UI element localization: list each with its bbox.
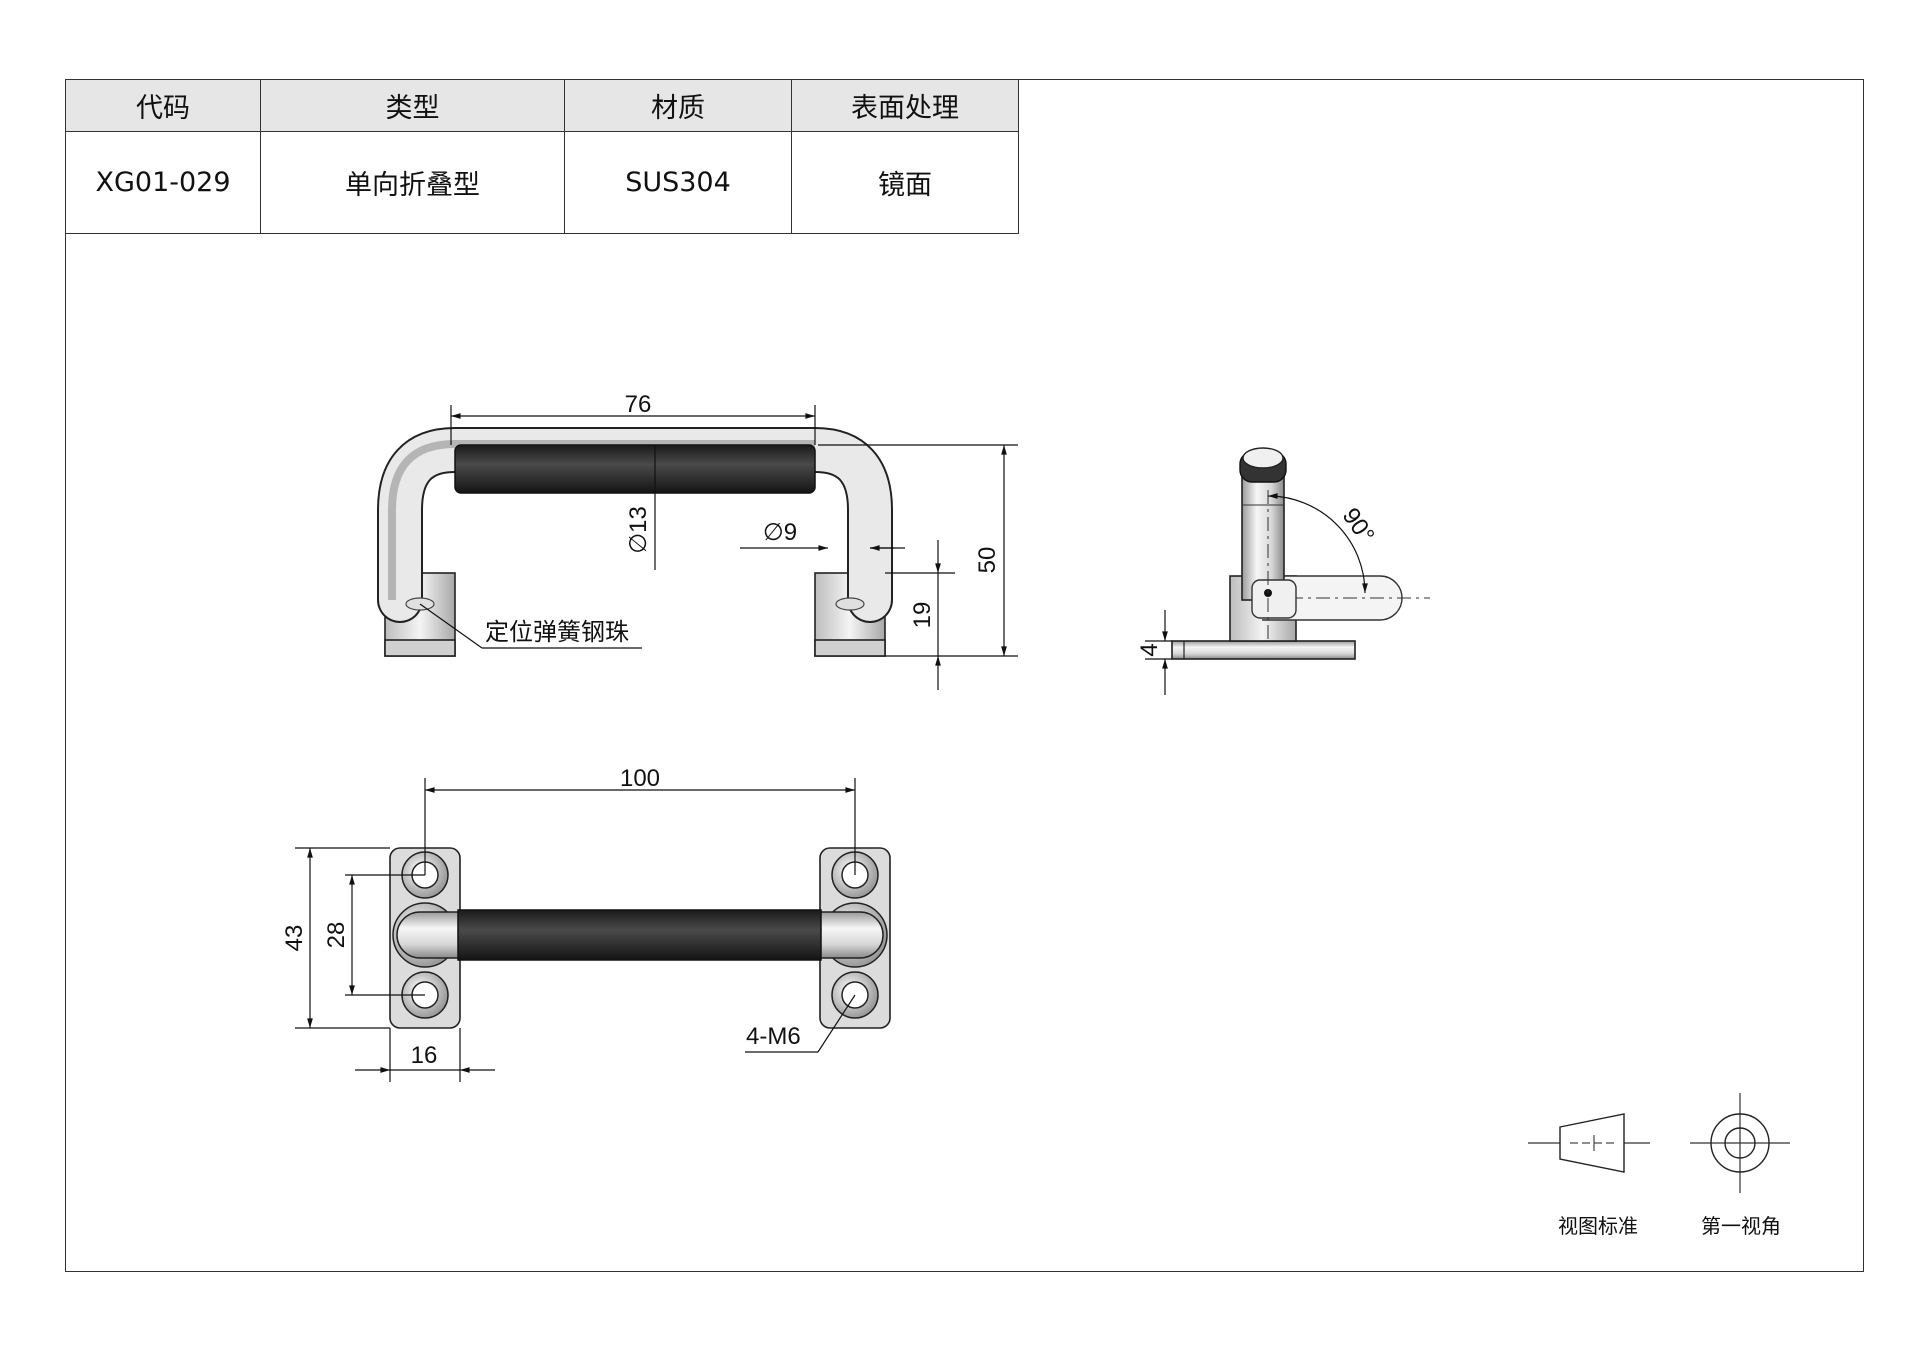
header-material: 材质 bbox=[564, 79, 792, 132]
dim-base-height-label: 19 bbox=[909, 602, 936, 629]
dim-base-width-label: 16 bbox=[411, 1042, 438, 1069]
projection-symbol: 视图标准 第一视角 bbox=[1528, 1093, 1790, 1238]
dim-height-label: 50 bbox=[974, 547, 1001, 574]
value-finish: 镜面 bbox=[791, 131, 1019, 234]
left-base-foot bbox=[384, 639, 456, 657]
dim-rod-dia-label: ∅9 bbox=[763, 519, 797, 546]
dim-width-label: 76 bbox=[625, 391, 652, 418]
top-grip-sleeve bbox=[457, 909, 822, 961]
dim-base-length-label: 43 bbox=[281, 925, 308, 952]
top-view: 100 43 28 16 4-M6 bbox=[281, 765, 891, 1082]
header-finish: 表面处理 bbox=[791, 79, 1019, 132]
spec-table: 代码 类型 材质 表面处理 XG01-029 单向折叠型 SUS304 镜面 bbox=[65, 79, 1019, 234]
projection-standard-label: 视图标准 bbox=[1558, 1214, 1638, 1238]
spring-ball-right bbox=[835, 597, 865, 611]
callout-spring-ball: 定位弹簧钢珠 bbox=[485, 618, 629, 646]
callout-leader-m6 bbox=[817, 994, 856, 1053]
right-base-foot bbox=[814, 639, 886, 657]
grip-sleeve bbox=[454, 444, 816, 494]
spec-value-row: XG01-029 单向折叠型 SUS304 镜面 bbox=[65, 131, 1019, 234]
dim-span-label: 100 bbox=[620, 765, 660, 792]
projection-circle-icon bbox=[1710, 1113, 1770, 1173]
callout-thread: 4-M6 bbox=[746, 1023, 801, 1050]
dim-arc-90 bbox=[1267, 493, 1368, 594]
side-base-plate bbox=[1171, 640, 1356, 660]
dim-rotation-label: 90° bbox=[1337, 503, 1380, 548]
handle-tube-shade bbox=[388, 440, 815, 600]
top-rod-right bbox=[819, 911, 884, 959]
side-view: 90° 4 bbox=[1136, 447, 1430, 695]
spec-header-row: 代码 类型 材质 表面处理 bbox=[65, 79, 1019, 132]
top-rod-left bbox=[396, 911, 461, 959]
projection-angle-label: 第一视角 bbox=[1701, 1214, 1781, 1238]
projection-cone-icon bbox=[1559, 1113, 1625, 1173]
header-type: 类型 bbox=[260, 79, 565, 132]
dim-grip-dia-label: ∅13 bbox=[625, 506, 652, 554]
callout-leader-spring bbox=[419, 603, 483, 649]
dim-plate-label: 4 bbox=[1136, 643, 1163, 656]
value-material: SUS304 bbox=[564, 131, 792, 234]
dim-hole-pitch-label: 28 bbox=[323, 922, 350, 949]
front-view: 76 ∅13 ∅9 50 19 定位弹簧钢珠 bbox=[377, 391, 1018, 690]
value-code: XG01-029 bbox=[65, 131, 261, 234]
